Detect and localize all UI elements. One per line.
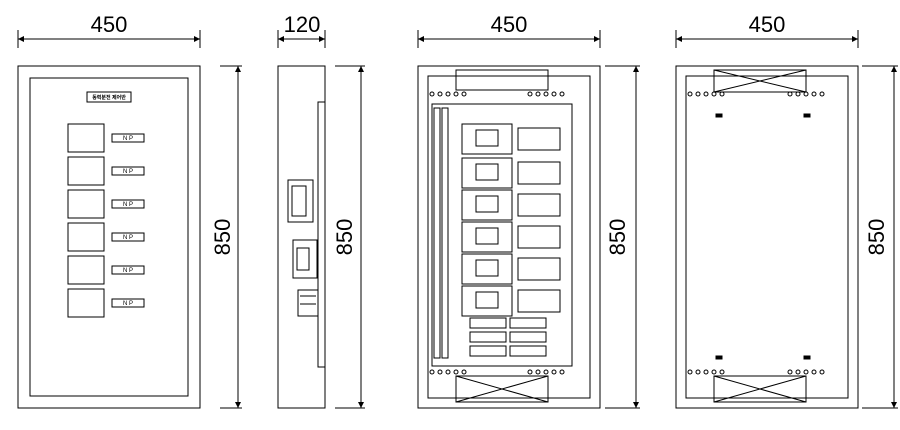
back-knockouts-bottom xyxy=(687,369,825,375)
interior-width-dim: 450 xyxy=(491,12,528,37)
side-view xyxy=(277,30,365,409)
knockouts-bottom xyxy=(429,369,565,375)
back-width-dim: 450 xyxy=(749,12,786,37)
front-height-dim: 850 xyxy=(210,219,235,256)
terminal-blocks xyxy=(469,317,547,357)
breaker-rows xyxy=(461,123,561,317)
back-knockouts-top xyxy=(687,91,825,97)
side-height-dim: 850 xyxy=(332,219,357,256)
interior-height-dim: 850 xyxy=(605,219,630,256)
side-depth-dim: 120 xyxy=(284,12,321,37)
front-view xyxy=(17,30,242,409)
svg-text:N P: N P xyxy=(123,136,133,142)
front-title-plate: 동력분전 제어반 xyxy=(92,94,126,101)
front-modules xyxy=(67,123,145,318)
knockouts-top xyxy=(429,91,565,97)
np-labels: N P N P N P N P N P N P xyxy=(123,136,133,307)
svg-text:N P: N P xyxy=(123,169,133,175)
svg-text:N P: N P xyxy=(123,268,133,274)
interior-view xyxy=(417,30,640,409)
back-height-dim: 850 xyxy=(864,219,889,256)
front-width-dim: 450 xyxy=(91,12,128,37)
back-view xyxy=(675,30,898,409)
svg-text:N P: N P xyxy=(123,235,133,241)
svg-text:N P: N P xyxy=(123,301,133,307)
svg-text:N P: N P xyxy=(123,202,133,208)
